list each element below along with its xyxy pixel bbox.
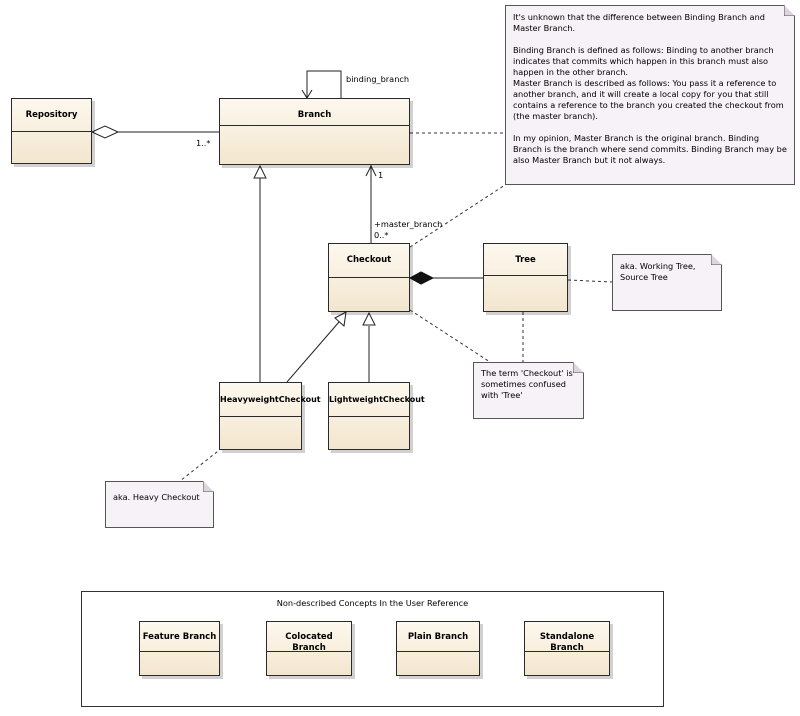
- composition-diamond: [408, 271, 435, 285]
- class-plain-branch-name: Plain Branch: [407, 632, 469, 642]
- tree-note-link: [567, 279, 613, 283]
- class-divider: [329, 416, 409, 417]
- class-heavyweight-checkout-name: HeavyweightCheckout: [220, 395, 321, 404]
- note-heavy-checkout: aka. Heavy Checkout: [105, 481, 214, 528]
- note-fold-icon: [203, 481, 214, 492]
- class-heavyweight-checkout[interactable]: HeavyweightCheckout: [219, 382, 321, 450]
- class-colocated-branch[interactable]: Colocated Branch: [266, 621, 352, 676]
- heavy-note-link: [179, 447, 223, 482]
- class-divider: [267, 651, 351, 652]
- class-divider: [140, 651, 219, 652]
- label-master-multiplicity-source: 0..*: [374, 230, 389, 240]
- class-checkout[interactable]: Checkout: [328, 243, 410, 312]
- note-checkout: The term 'Checkout' is sometimes confuse…: [473, 362, 584, 419]
- class-lightweight-checkout[interactable]: LightweightCheckout: [328, 382, 425, 450]
- class-checkout-name: Checkout: [346, 255, 392, 265]
- class-plain-branch[interactable]: Plain Branch: [396, 621, 480, 676]
- class-repository[interactable]: Repository: [11, 98, 92, 164]
- note-tree-text: aka. Working Tree, Source Tree: [620, 261, 696, 282]
- generalization-arrow-branch: [253, 164, 267, 179]
- class-feature-branch[interactable]: Feature Branch: [139, 621, 220, 676]
- class-branch-name: Branch: [297, 110, 332, 120]
- class-divider: [12, 131, 91, 132]
- generalization-arrow-checkout-heavy: [334, 311, 347, 327]
- note-branch-paragraph: Master Branch is described as follows: Y…: [513, 78, 784, 121]
- note-branch-paragraph: In my opinion, Master Branch is the orig…: [513, 133, 787, 165]
- note-fold-icon: [711, 254, 722, 265]
- class-divider: [484, 275, 567, 276]
- note-tree: aka. Working Tree, Source Tree: [612, 254, 722, 311]
- label-repo-multiplicity: 1..*: [196, 138, 211, 148]
- note-checkout-text: The term 'Checkout' is sometimes confuse…: [481, 368, 573, 400]
- checkout-note-link: [409, 309, 491, 363]
- class-feature-branch-name: Feature Branch: [142, 632, 217, 642]
- heavyweight-checkout-generalization: [286, 321, 340, 383]
- note-fold-icon: [573, 362, 584, 373]
- binding-branch-self-association: [306, 70, 342, 98]
- class-repository-name: Repository: [25, 110, 78, 120]
- generalization-arrow-checkout-light: [362, 311, 376, 326]
- class-tree-name: Tree: [515, 255, 536, 265]
- master-branch-arrow: [365, 164, 377, 177]
- class-divider: [329, 277, 409, 278]
- class-colocated-branch-name: Colocated Branch: [285, 632, 333, 653]
- class-standalone-branch-name: Standalone Branch: [539, 632, 595, 653]
- checkout-branch-note-link: [409, 184, 506, 248]
- note-heavy-checkout-text: aka. Heavy Checkout: [113, 492, 200, 502]
- class-branch[interactable]: Branch: [219, 98, 410, 165]
- class-lightweight-checkout-name: LightweightCheckout: [329, 395, 425, 404]
- aggregation-diamond: [90, 125, 120, 139]
- note-fold-icon: [784, 5, 795, 16]
- class-tree[interactable]: Tree: [483, 243, 568, 312]
- label-binding-branch: binding_branch: [346, 74, 410, 84]
- class-divider: [525, 651, 609, 652]
- note-branch-paragraph: Binding Branch is defined as follows: Bi…: [513, 45, 774, 77]
- boundary-title: Non-described Concepts In the User Refer…: [276, 598, 469, 608]
- label-master-multiplicity-target: 1: [378, 170, 384, 180]
- class-standalone-branch[interactable]: Standalone Branch: [524, 621, 610, 676]
- class-divider: [220, 416, 301, 417]
- note-branch-paragraph: It's unknown that the difference between…: [513, 12, 765, 33]
- label-master-branch-role: +master_branch: [374, 219, 443, 229]
- note-branch: It's unknown that the difference between…: [505, 5, 795, 185]
- class-divider: [220, 125, 409, 126]
- class-divider: [397, 651, 479, 652]
